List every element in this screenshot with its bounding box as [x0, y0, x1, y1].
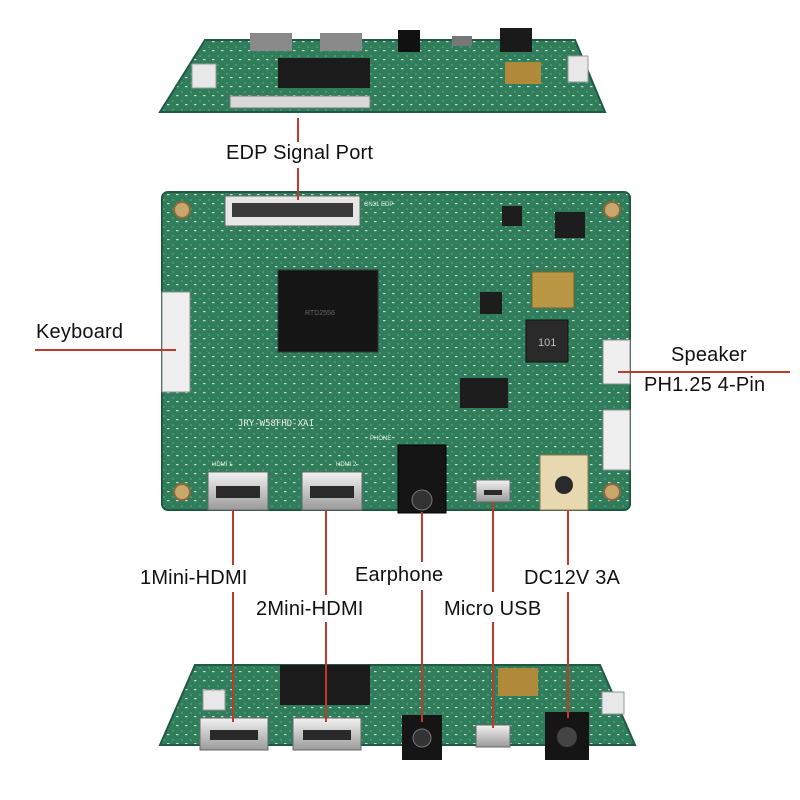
callout-lines — [35, 118, 790, 728]
mount-hole-br — [603, 483, 621, 501]
edp-signal-port-label: EDP Signal Port — [226, 142, 374, 164]
speaker-connector — [602, 339, 631, 385]
top-board-view — [158, 28, 607, 113]
top-right-connector — [567, 55, 589, 83]
mount-hole-tr — [603, 201, 621, 219]
svg-text:RTD2556: RTD2556 — [305, 310, 335, 317]
keyboard-connector — [161, 291, 191, 393]
earphone-label: Earphone — [355, 564, 444, 586]
top-left-connector — [191, 63, 217, 89]
speaker-pin-label: PH1.25 4-Pin — [644, 374, 766, 396]
mount-hole-tl — [173, 201, 191, 219]
top-earphone-jack — [398, 30, 420, 52]
touch-connector — [602, 409, 631, 471]
top-capacitor — [505, 62, 541, 84]
svg-text:HDMI 2: HDMI 2 — [336, 462, 357, 468]
top-dc-jack — [500, 28, 532, 52]
bottom-usb — [475, 724, 511, 748]
inductor-silk: 101 — [538, 337, 556, 349]
top-edp-connector — [229, 95, 371, 109]
tantalum-capacitor — [531, 271, 575, 309]
main-chip — [277, 269, 379, 353]
audio-amp-chip — [460, 378, 508, 408]
svg-text:HDMI 1: HDMI 1 — [212, 462, 233, 468]
inductor-small — [555, 212, 585, 238]
svg-text:PHONE: PHONE — [370, 436, 391, 442]
inductor — [525, 319, 569, 363]
mini-hdmi-2-label: 2Mini-HDMI — [256, 598, 364, 620]
keyboard-label: Keyboard — [36, 321, 124, 343]
top-hdmi-port-1 — [250, 33, 292, 51]
bottom-board-view — [158, 664, 637, 760]
main-board: CN31 EDP RTD2556 JRY-W58FHD-XA1 101 HDMI… — [161, 191, 631, 514]
top-hdmi-port-2 — [320, 33, 362, 51]
mini-hdmi-1-label: 1Mini-HDMI — [140, 567, 248, 589]
model-silk: JRY-W58FHD-XA1 — [238, 419, 314, 429]
mount-hole-bl — [173, 483, 191, 501]
edp-silk: CN31 EDP — [364, 202, 393, 208]
dc-power-label: DC12V 3A — [524, 567, 621, 589]
top-usb-port — [452, 36, 472, 46]
speaker-label: Speaker — [671, 344, 747, 366]
micro-usb-label: Micro USB — [444, 598, 542, 620]
top-main-chip — [278, 58, 370, 88]
